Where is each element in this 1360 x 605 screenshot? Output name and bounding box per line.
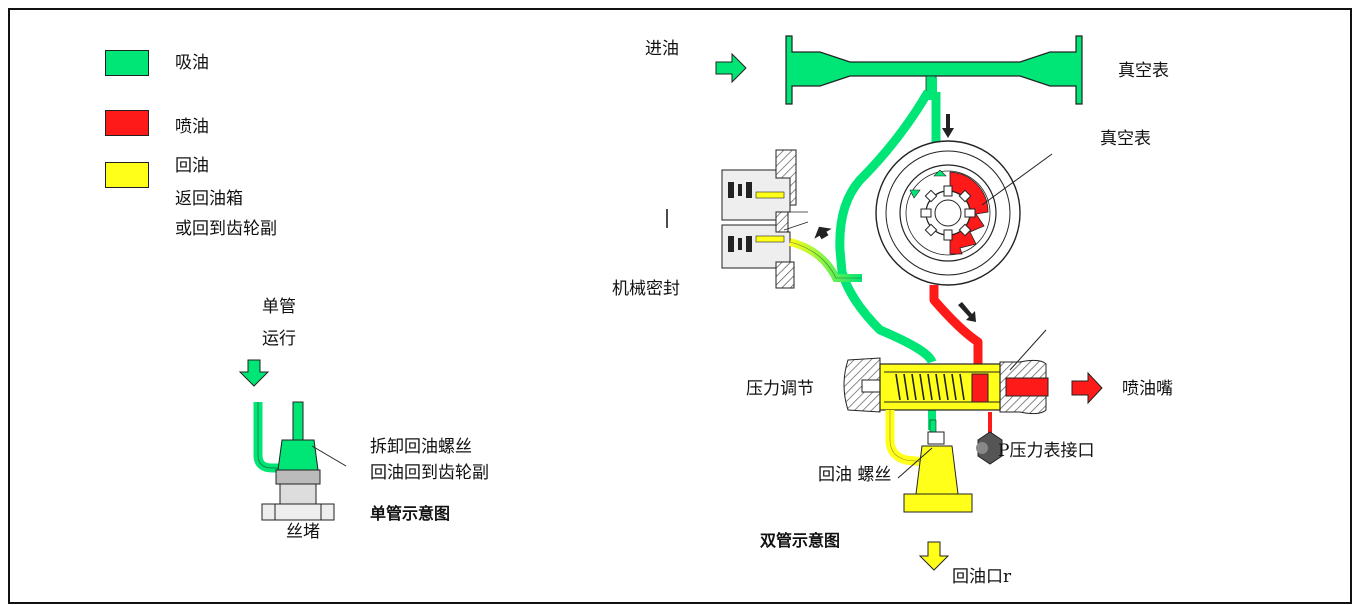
return-assembly [885, 410, 973, 571]
legend-label-return: 回油 [175, 156, 209, 176]
label-plug: 丝堵 [286, 522, 320, 542]
label-dual-pipe-diagram: 双管示意图 [760, 531, 841, 550]
label-single-pipe-1: 单管 [262, 297, 296, 317]
label-oil-inlet: 进油 [645, 39, 679, 59]
nozzle-arrow [1071, 371, 1103, 405]
label-single-pipe-diagram: 单管示意图 [370, 504, 451, 523]
single-flow-arrow [238, 359, 270, 387]
frame-border [8, 8, 1352, 604]
legend-swatch-return [105, 162, 149, 188]
label-pressure-regulation: 压力调节 [746, 379, 814, 399]
legend-return-desc-1: 返回油箱 [175, 189, 243, 209]
inlet-arrow [715, 52, 747, 84]
legend-swatch-suction [105, 50, 149, 76]
return-port-arrow [918, 541, 950, 571]
label-nozzle: 喷油嘴 [1122, 379, 1173, 399]
mechanical-seal [721, 149, 862, 289]
label-vacuum-gauge-top: 真空表 [1118, 61, 1169, 81]
inlet-tee [715, 35, 1083, 105]
pressure-regulator [843, 329, 1103, 465]
label-return-port: 回油口r [952, 567, 1012, 587]
label-pressure-gauge-port: P压力表接口 [998, 441, 1095, 461]
legend-return-desc-2: 或回到齿轮副 [175, 219, 277, 239]
label-mechanical-seal: 机械密封 [612, 279, 680, 299]
legend-label-suction: 吸油 [175, 53, 209, 73]
label-remove-screw-2: 回油回到齿轮副 [370, 463, 489, 483]
label-vacuum-gauge-pump: 真空表 [1100, 129, 1151, 149]
single-pipe-assembly [238, 359, 347, 521]
flow-arrow-seal [814, 226, 832, 240]
label-remove-screw-1: 拆卸回油螺丝 [370, 437, 472, 457]
flow-arrow-down [942, 114, 954, 138]
flow-arrow-diagonal [958, 302, 976, 322]
legend-swatch-injection [105, 110, 149, 136]
discharge-line [929, 285, 1000, 375]
label-return-screw: 回油 螺丝 [818, 465, 892, 485]
legend-label-injection: 喷油 [175, 117, 209, 137]
label-stray-mark: l [663, 206, 668, 228]
gear-pump [875, 140, 1053, 286]
label-single-pipe-2: 运行 [262, 329, 296, 349]
